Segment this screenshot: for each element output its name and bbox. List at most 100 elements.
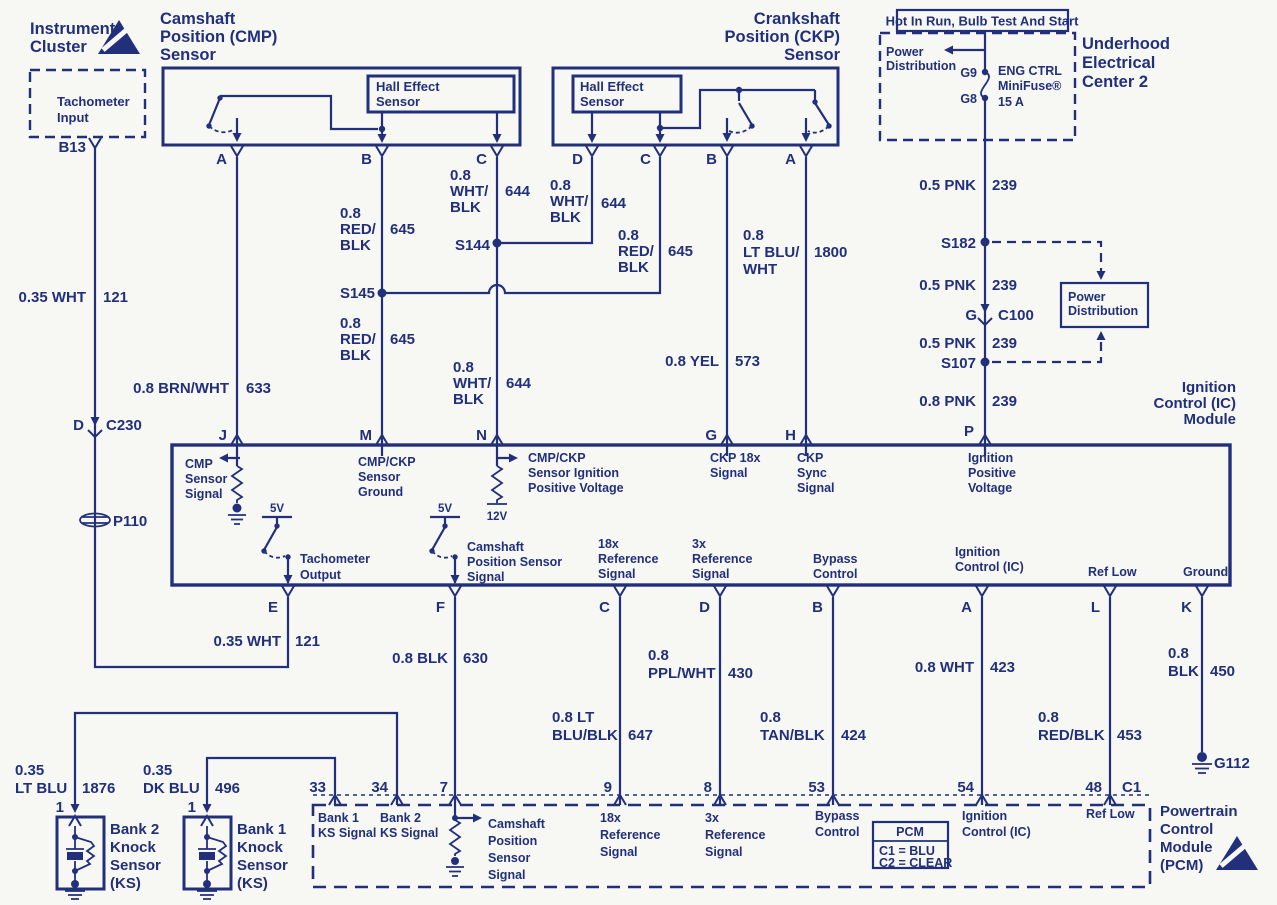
- ic-tach-switch: [262, 515, 292, 583]
- hot-in-run-banner-box: [895, 8, 1070, 33]
- arrow-icon: [944, 45, 953, 55]
- junction-dot: [378, 125, 386, 133]
- arrow-icon: [450, 575, 460, 584]
- ic-ref18-label-3: Signal: [598, 567, 636, 581]
- connector-arrow-icon: [980, 304, 990, 313]
- fuse-pin-g8: G8: [960, 92, 977, 106]
- terminal-fork: [613, 585, 627, 597]
- circuit-number: 630: [463, 650, 488, 667]
- pcm-bank1-label: Bank 1: [318, 811, 359, 825]
- tachometer-input-box: [28, 68, 147, 139]
- pcm-legend-c2: C2 = CLEAR: [879, 856, 952, 870]
- wire-gauge-label: PPL/WHT: [648, 665, 716, 682]
- wire-gauge-label: 0.8: [1038, 709, 1059, 726]
- ic-ground-label: Ground: [1183, 565, 1228, 579]
- junction-dot: [204, 868, 210, 874]
- ic-sensor-ground-label: CMP/CKP: [358, 455, 416, 469]
- pcm-title-2: Control: [1160, 821, 1213, 838]
- ic-ign-pos-label-2: Sensor Ignition: [528, 466, 619, 480]
- hall-effect-label: Hall Effect: [376, 79, 440, 94]
- ic-5v-label: 5V: [438, 503, 452, 515]
- circuit-number: 450: [1210, 663, 1235, 680]
- wire-gauge-label: WHT/: [450, 183, 489, 200]
- connector-pin-label: G: [965, 307, 977, 324]
- circuit-number: 645: [668, 243, 693, 260]
- ckp-title-2: Position (CKP): [725, 28, 841, 46]
- underhood-electrical-center: Hot In Run, Bulb Test And Start Power Di…: [878, 8, 1170, 142]
- pcm-bank1-label-2: KS Signal: [318, 826, 376, 840]
- instrument-cluster: Instrument Cluster Tachometer Input B13: [28, 20, 147, 156]
- wire-gauge-label: 0.8: [340, 205, 361, 222]
- pin-b13-label: B13: [58, 139, 86, 156]
- pcm-cam-label-4: Signal: [488, 868, 526, 882]
- ic-tach-out-label-2: Output: [300, 568, 342, 582]
- splice-s144-label: S144: [455, 237, 491, 254]
- hall-stems: [590, 112, 662, 138]
- knock2-title-3: Sensor: [110, 857, 161, 874]
- ic-bypass-label: Bypass: [813, 552, 858, 566]
- wire-gauge-label: 0.5 PNK: [919, 177, 976, 194]
- circuit-number: 423: [990, 659, 1015, 676]
- ic-cam-pos-label-2: Position Sensor: [467, 555, 562, 569]
- ckp-pin-c: C: [640, 151, 651, 168]
- uhec-power-dist-label: Power: [886, 45, 924, 59]
- switch-dot: [274, 523, 280, 529]
- ic-sensor-ground-label-3: Ground: [358, 485, 403, 499]
- pcm-bypass-label: Bypass: [815, 809, 860, 823]
- ic-pin-c: C: [599, 599, 610, 616]
- wire-labels-pink-rail: 0.5 PNK 239 S182 Power Distribution 0.5 …: [919, 177, 1150, 410]
- ic-ref3-label: 3x: [692, 537, 706, 551]
- powertrain-control-module: 33 34 7 9 8 53 54 48 C1 Bank 1 KS Signal…: [309, 779, 1258, 889]
- cmp-box: [161, 66, 522, 147]
- wire-gauge-label: LT BLU: [15, 780, 67, 797]
- tachometer-input-label-2: Input: [57, 110, 89, 125]
- wire-gauge-label: 0.8 PNK: [919, 393, 976, 410]
- knock1-piezo-icon: [199, 852, 215, 860]
- arrow-icon: [1096, 331, 1106, 340]
- arrow-icon: [473, 813, 482, 823]
- switch-dot: [429, 548, 435, 554]
- ckp-pin-b: B: [706, 151, 717, 168]
- wire-tachometer: [93, 148, 290, 669]
- ic-ctl-label-2: Control (IC): [955, 560, 1024, 574]
- wire-gauge-label: BLK: [340, 347, 371, 364]
- wire-gauge-label: RED/: [618, 243, 655, 260]
- junction-dot: [656, 124, 664, 132]
- wire-gauge-label: 0.8: [648, 647, 669, 664]
- arrow-icon: [492, 134, 502, 143]
- splice-s107-label: S107: [941, 355, 976, 372]
- wire-gauge-label: 0.8: [760, 709, 781, 726]
- ic-ckpsync-label-2: Sync: [797, 466, 827, 480]
- pcm-cam-label-2: Position: [488, 834, 537, 848]
- tachometer-input-label: Tachometer: [57, 94, 130, 109]
- terminal-fork: [1103, 585, 1117, 597]
- ckp-hall-box: [571, 74, 683, 114]
- circuit-number: 645: [390, 221, 415, 238]
- ic-cmp-signal-label: CMP: [185, 457, 213, 471]
- ic-pin-d: D: [699, 599, 710, 616]
- ckp-sensor: Crankshaft Position (CKP) Sensor Hall Ef…: [551, 10, 841, 168]
- ckp-switches: [660, 88, 830, 136]
- pcm-pin-48: 48: [1085, 779, 1102, 796]
- ground-g112-label: G112: [1214, 755, 1250, 772]
- junction-dot: [72, 868, 78, 874]
- terminal-fork: [88, 137, 102, 149]
- knock2-title-4: (KS): [110, 875, 141, 892]
- hall-effect-label-2: Sensor: [580, 94, 624, 109]
- wire-gauge-label: 0.8 WHT: [915, 659, 974, 676]
- hall-effect-label-2: Sensor: [376, 94, 420, 109]
- ground-dot: [232, 503, 242, 513]
- terminal-fork: [975, 585, 989, 597]
- wire-gauge-label: RED/BLK: [1038, 727, 1105, 744]
- pcm-bank2-label: Bank 2: [380, 811, 421, 825]
- cmp-switch: [207, 94, 378, 136]
- pcm-pin-9: 9: [604, 779, 612, 796]
- ground-dot: [71, 880, 79, 888]
- wire-gauge-label: BLU/BLK: [552, 727, 618, 744]
- pcm-legend-box: [871, 820, 950, 870]
- ground-dot: [451, 857, 459, 865]
- ic-cam-pos-label-3: Signal: [467, 570, 505, 584]
- switch-throw: [431, 550, 453, 559]
- wire-gauge-label: 0.8: [453, 359, 474, 376]
- knock2-title: Bank 2: [110, 821, 159, 838]
